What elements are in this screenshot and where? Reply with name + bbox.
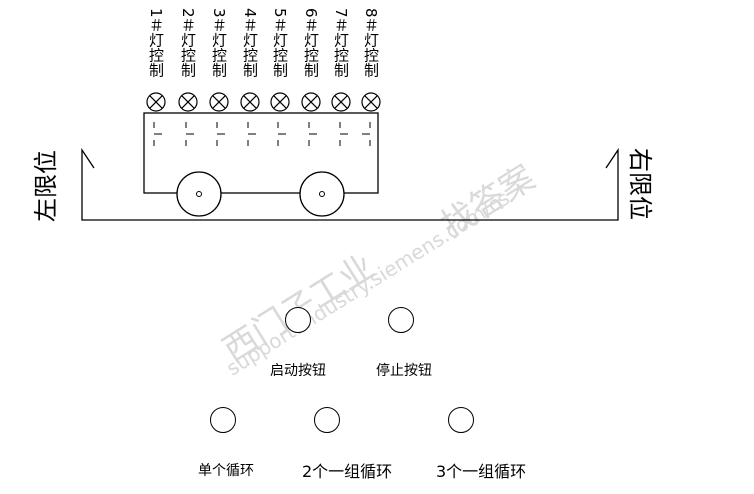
lamp-7-icon [331,92,351,112]
stop-button-label: 停止按钮 [376,363,432,379]
start-button-label: 启动按钮 [270,363,326,379]
wheel-right [299,171,345,217]
lamp-2-icon [178,92,198,112]
left-limit-switch [81,147,95,169]
lamp-3-icon [209,92,229,112]
lamp-8-icon [361,92,381,112]
lamp-4-label: 4＃灯控制 [241,8,259,78]
right-limit-switch [605,147,619,169]
single-cycle-button[interactable] [210,407,236,433]
lamp-1-icon [146,92,166,112]
cart-body [143,112,379,194]
three-group-cycle-button[interactable] [448,407,474,433]
lamp-4-icon [240,92,260,112]
right-limit-label: 右限位 [626,148,654,220]
three-group-cycle-label: 3个一组循环 [436,462,527,481]
two-group-cycle-button[interactable] [314,407,340,433]
lamp-6-icon [301,92,321,112]
start-button[interactable] [285,307,311,333]
lamp-7-label: 7＃灯控制 [332,8,350,78]
stop-button[interactable] [388,307,414,333]
left-limit-label: 左限位 [32,150,60,222]
cart-wiring [153,122,371,146]
two-group-cycle-label: 2个一组循环 [302,462,393,481]
lamp-2-label: 2＃灯控制 [179,8,197,78]
lamp-3-label: 3＃灯控制 [210,8,228,78]
lamp-6-label: 6＃灯控制 [302,8,320,78]
single-cycle-label: 单个循环 [198,463,254,479]
lamp-5-icon [270,92,290,112]
lamp-8-label: 8＃灯控制 [362,8,380,78]
lamp-5-label: 5＃灯控制 [271,8,289,78]
lamp-1-label: 1＃灯控制 [147,8,165,78]
track-line [81,168,619,221]
wheel-left [176,171,222,217]
